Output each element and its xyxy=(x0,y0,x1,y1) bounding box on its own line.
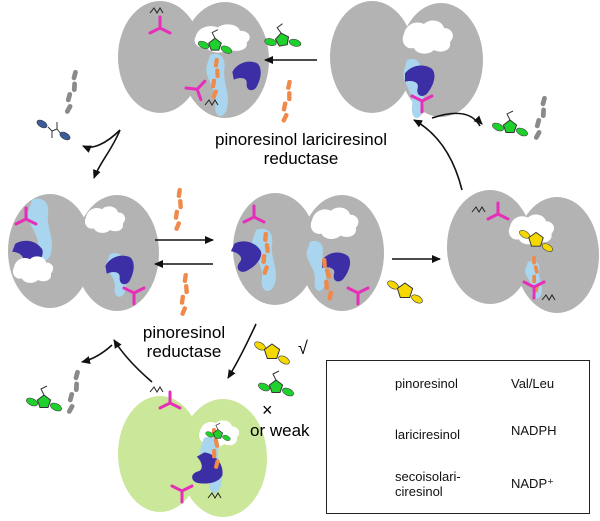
nadp-free-top-right xyxy=(531,95,552,142)
enzyme-pr-green xyxy=(118,386,267,517)
legend: pinoresinol lariciresinol secoisolari- c… xyxy=(326,360,590,514)
lariciresinol-free-top-right xyxy=(490,110,530,139)
plr-label-line1: pinoresinol lariciresinol xyxy=(215,130,387,149)
nadp-free-top-left xyxy=(62,69,83,116)
enzyme-nadph-bound-center xyxy=(224,193,384,311)
reaction-arrows xyxy=(81,56,483,383)
legend-pinoresinol-label: pinoresinol xyxy=(395,376,458,391)
nadph-free-mid-lower xyxy=(177,272,193,317)
nadp-free-bottom-left xyxy=(64,369,85,416)
legend-secoisolariciresinol-label-2: ciresinol xyxy=(395,484,443,499)
nadph-free-mid-upper xyxy=(171,187,187,232)
legend-nadp-label: NADP⁺ xyxy=(511,476,554,491)
pr-label: pinoresinol reductase xyxy=(128,323,240,361)
lariciresinol-free-bottom xyxy=(256,370,296,399)
enzyme-plr-lariciresinol-bound xyxy=(118,1,269,118)
cross-mark: × xyxy=(262,400,273,420)
legend-nadph-label: NADPH xyxy=(511,423,557,438)
check-mark: √ xyxy=(298,338,308,358)
plr-label-line2: reductase xyxy=(263,149,339,168)
plr-label: pinoresinol lariciresinol reductase xyxy=(196,130,406,168)
nadph-free-top xyxy=(278,79,297,124)
legend-lariciresinol-label: lariciresinol xyxy=(395,427,461,442)
secoisolariciresinol-free-top-left xyxy=(35,117,72,143)
enzyme-pinoresinol-bound-right xyxy=(447,190,599,313)
legend-secoisolariciresinol-label-1: secoisolari- xyxy=(395,469,461,484)
enzyme-plr-nadph-bound xyxy=(330,1,483,118)
legend-val-leu-label: Val/Leu xyxy=(511,376,555,391)
pr-label-line1: pinoresinol xyxy=(142,323,226,342)
pr-label-line2: reductase xyxy=(146,342,222,361)
enzyme-apo-left xyxy=(7,194,159,311)
pinoresinol-free-bottom xyxy=(252,339,292,367)
or-weak-label: or weak xyxy=(250,421,310,440)
lariciresinol-free-bottom-left xyxy=(24,385,64,414)
pinoresinol-free-mid xyxy=(385,278,425,306)
